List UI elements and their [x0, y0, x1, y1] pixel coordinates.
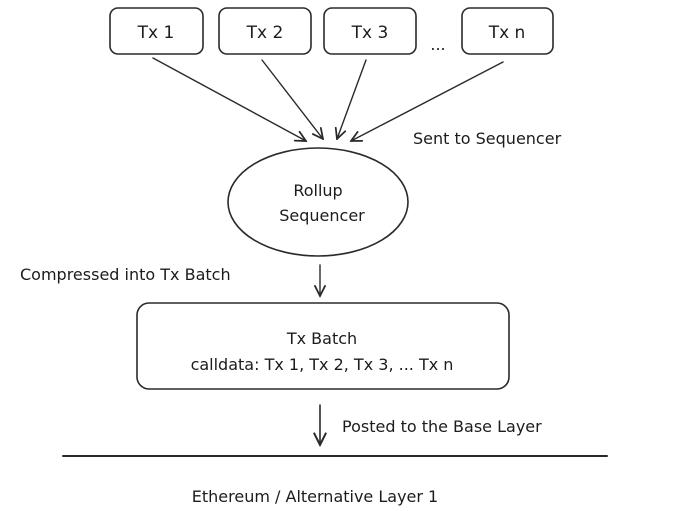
posted-label: Posted to the Base Layer [342, 417, 542, 436]
sequencer-line-1: Rollup [293, 181, 342, 200]
tx-ellipsis: ... [430, 35, 445, 54]
rollup-sequencer: Rollup Sequencer [227, 147, 409, 257]
tx-box-1: Tx 1 [109, 7, 204, 55]
tx-box-n: Tx n [461, 7, 554, 55]
tx-batch-calldata: calldata: Tx 1, Tx 2, Tx 3, ... Tx n [191, 355, 454, 374]
tx-box-2-label: Tx 2 [246, 23, 284, 43]
sequencer-line-2: Sequencer [279, 206, 365, 225]
base-layer-label: Ethereum / Alternative Layer 1 [192, 487, 438, 506]
compressed-label: Compressed into Tx Batch [20, 265, 231, 284]
arrow-tx1-to-sequencer [152, 57, 306, 141]
tx-box-1-label: Tx 1 [137, 23, 175, 43]
tx-box-n-label: Tx n [488, 23, 526, 43]
tx-box-3: Tx 3 [323, 7, 417, 55]
arrow-txn-to-sequencer [351, 61, 504, 141]
sent-to-sequencer-label: Sent to Sequencer [413, 129, 562, 148]
arrow-tx3-to-sequencer [337, 59, 367, 139]
tx-box-2: Tx 2 [218, 7, 312, 55]
tx-batch-title: Tx Batch [286, 329, 357, 348]
tx-batch-box: Tx Batch calldata: Tx 1, Tx 2, Tx 3, ...… [136, 302, 510, 390]
tx-box-3-label: Tx 3 [351, 23, 389, 43]
arrow-tx2-to-sequencer [261, 59, 323, 139]
